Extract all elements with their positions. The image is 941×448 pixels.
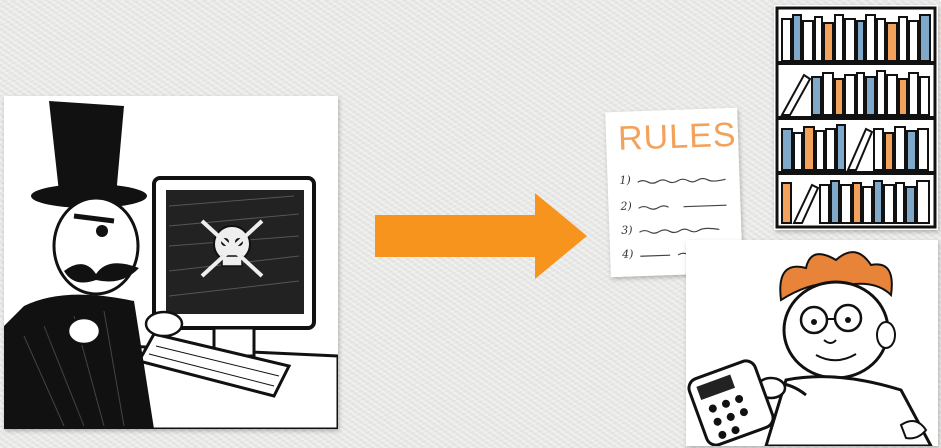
rule-item-3: 3) <box>621 220 729 240</box>
right-arrow-icon <box>375 193 589 279</box>
rule-item-1: 1) <box>619 170 727 190</box>
rule-item-2: 2) <box>620 196 728 216</box>
person-calculator-illustration <box>686 240 938 446</box>
hacker-illustration <box>4 96 338 429</box>
calculator-icon <box>686 358 776 446</box>
rules-title: RULES <box>617 116 728 159</box>
bookshelf-illustration <box>774 5 938 230</box>
